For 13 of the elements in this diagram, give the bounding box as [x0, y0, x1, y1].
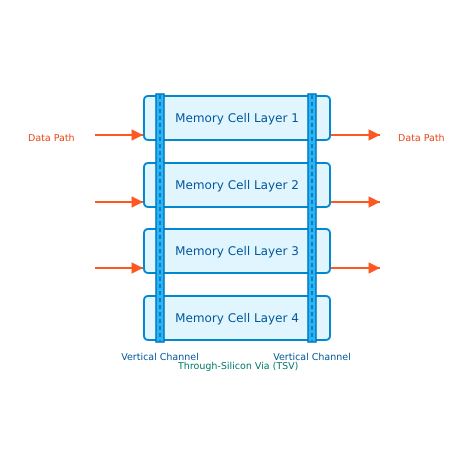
channel-label: Vertical Channel: [121, 352, 199, 363]
memory-layer-box: [143, 295, 331, 341]
layer-label: Memory Cell Layer 3: [175, 244, 299, 258]
layer-label: Memory Cell Layer 1: [175, 111, 299, 125]
tsv-label: Through-Silicon Via (TSV): [178, 361, 298, 372]
channel-label: Vertical Channel: [273, 352, 351, 363]
memory-layer-box: [143, 95, 331, 141]
layer-label: Memory Cell Layer 2: [175, 178, 299, 192]
layer-label: Memory Cell Layer 4: [175, 311, 299, 325]
memory-layer-box: [143, 228, 331, 274]
data-path-label: Data Path: [398, 133, 445, 144]
memory-layer-box: [143, 162, 331, 208]
data-path-label: Data Path: [28, 133, 75, 144]
